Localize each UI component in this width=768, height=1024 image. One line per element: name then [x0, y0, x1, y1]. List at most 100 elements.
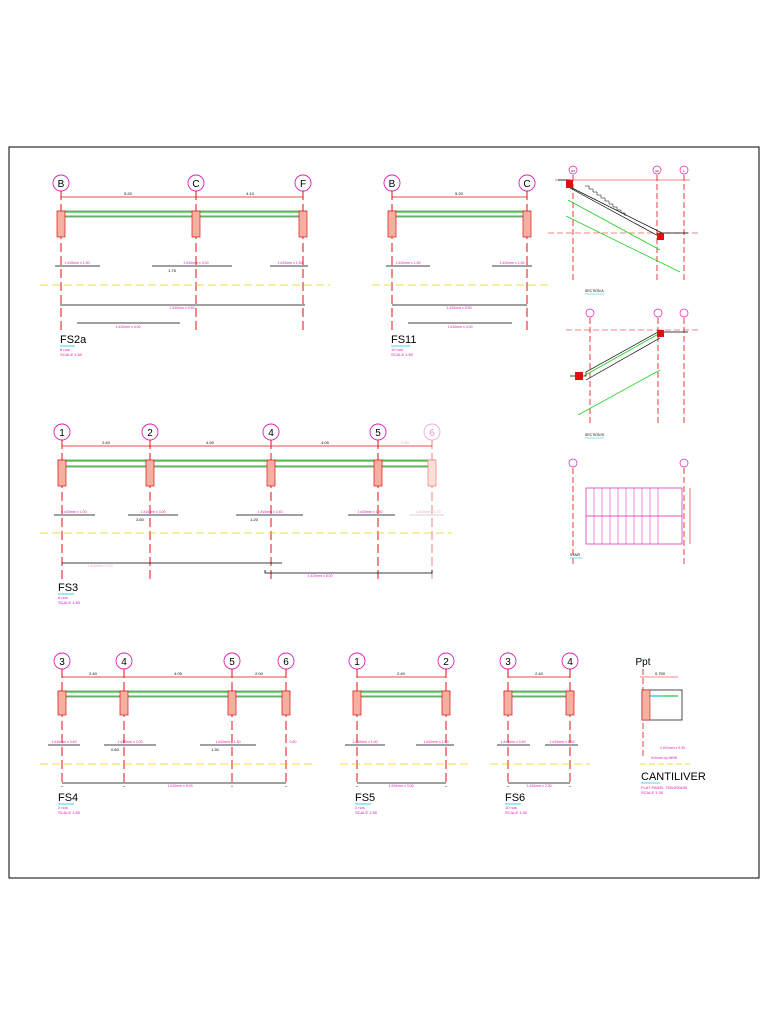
- fs6-detail: 3 4 2.40 1 #10mm x 0.60 1 #10mm x 0.60 1…: [490, 652, 590, 815]
- detail-title: CANTILIVER: [641, 771, 706, 783]
- beam-support: [281, 690, 291, 716]
- top-bar-label: 1 #10mm x 0.60: [500, 740, 525, 744]
- grid-label: F: [300, 179, 306, 190]
- top-bar-label: 1 #10mm x 1.50: [395, 261, 420, 265]
- bottom-bar-label: 1 #10mm x 2.90: [526, 784, 551, 788]
- top-bar-label: 1 #10mm x 1.50: [357, 510, 382, 514]
- detail-scale: SCALE 1:50: [505, 810, 528, 815]
- bar-line: [264, 570, 433, 574]
- top-bar-label: 1 #10mm x 2.00: [117, 740, 142, 744]
- bottom-bar-label: 1 #10mm x 9.50: [169, 306, 194, 310]
- bar-offset: 1.20: [250, 517, 259, 522]
- top-bar-label: 1 #10mm x 1.50: [499, 261, 524, 265]
- span-dimension: 4.05: [321, 440, 330, 445]
- grid-label: 4: [121, 657, 127, 668]
- top-bar-label: 1 #10mm x 0.60: [549, 740, 574, 744]
- detail-quantity: 10 nos: [505, 805, 517, 810]
- grid-label: C: [523, 179, 530, 190]
- beam-support: [298, 210, 308, 238]
- beam-support: [441, 690, 451, 716]
- detail-scale: SCALE 1:30: [641, 790, 664, 795]
- grid-label: L: [683, 169, 685, 173]
- detail-quantity: FLAT PANEL 750x200x30: [641, 785, 688, 790]
- cantilever-detail: Ppt 0.750 1 #10mm x 0.90 #10mm up NEMI C…: [635, 657, 705, 795]
- grid-bubble: [652, 165, 662, 175]
- top-bar-label: 1 #10mm x 1.00: [423, 740, 448, 744]
- grid-label: Ppt: [635, 657, 650, 668]
- span-dimension: 4.05: [174, 671, 183, 676]
- top-bar-label: 1 #10mm x 1.00: [61, 510, 86, 514]
- detail-title: FS6: [505, 792, 525, 804]
- grid-bubble: [568, 165, 578, 175]
- landing-beam: [575, 372, 583, 380]
- top-bar-label: 1 #10mm x 0.60: [51, 740, 76, 744]
- bottom-bar-label: 1 #10mm x 6.00: [307, 574, 332, 578]
- detail-title: FS5: [355, 792, 375, 804]
- top-bar-label: 0.60: [290, 740, 297, 744]
- bottom-bar-label: 1 #10mm x 5.50: [446, 306, 471, 310]
- landing-beam: [657, 233, 664, 240]
- fs4-detail: 3 4 5 6 2.40 4.05 2.00 1 #10mm x 0.60 1 …: [40, 652, 312, 815]
- stair-reinforcement: [565, 215, 681, 273]
- beam-support: [522, 210, 532, 238]
- grid-bubble: [585, 308, 595, 318]
- grid-label: 3: [505, 657, 511, 668]
- bottom-bar-label: 1 #10mm x 9.00: [87, 564, 112, 568]
- stair-section-b: SECTION B: [566, 308, 700, 439]
- top-bar-label: 1 #10mm x 0.70: [415, 510, 440, 514]
- stair-plan: STAIR: [568, 458, 691, 565]
- stair-soffit: [585, 337, 661, 381]
- top-bar-label: 1 #10mm x 1.00: [352, 740, 377, 744]
- detail-quantity: 6 nos: [60, 347, 70, 352]
- bar-offset: 0.60: [111, 747, 120, 752]
- bar-offset: 1.30: [211, 747, 220, 752]
- grid-label: 5: [375, 428, 381, 439]
- detail-title: FS2a: [60, 334, 87, 346]
- span-dimension: 4.50: [206, 440, 215, 445]
- cantilever-bar-label: 1 #10mm x 0.90: [660, 746, 685, 750]
- stair-treads: [585, 185, 626, 216]
- fs5-detail: 1 2 2.40 1 #10mm x 1.00 1 #10mm x 1.00 1…: [340, 652, 470, 815]
- fs11-detail: B C 5.20 1 #10mm x 1.50 1 #10mm x 1.50 1…: [372, 174, 548, 357]
- detail-scale: SCALE 1:50: [58, 600, 81, 605]
- beam-support: [57, 690, 67, 716]
- span-dimension: 4.10: [246, 191, 255, 196]
- cantilever-note: #10mm up NEMI: [651, 756, 677, 760]
- beam-support: [119, 690, 129, 716]
- detail-scale: SCALE 1:50: [60, 352, 83, 357]
- grid-label: 5: [229, 657, 235, 668]
- span-dimension: 5.20: [124, 191, 133, 196]
- cantilever-support: [641, 689, 651, 721]
- beam-support: [145, 459, 155, 487]
- stair-profile: [570, 331, 688, 377]
- beam-support: [427, 459, 437, 487]
- stair-plan-treads: [593, 488, 659, 544]
- grid-label: C: [192, 179, 199, 190]
- grid-bubble: [679, 165, 689, 175]
- grid-label: 4: [268, 428, 274, 439]
- sheet-border: [8, 146, 760, 879]
- beam-support: [57, 459, 67, 487]
- detail-scale: SCALE 1:50: [355, 810, 378, 815]
- stair-reinforcement: [577, 369, 661, 416]
- slab-bar-label: 1 #10mm x 4.00: [447, 325, 472, 329]
- stair-plan-title: STAIR: [570, 553, 581, 557]
- beam-support: [352, 690, 362, 716]
- grid-label: A3: [571, 169, 575, 173]
- beam-support: [56, 210, 66, 238]
- grid-label: A2: [655, 169, 659, 173]
- stair-soffit: [569, 187, 663, 239]
- detail-title: FS11: [391, 334, 416, 346]
- beam-support: [266, 459, 276, 487]
- span-dimension: 2.40: [102, 440, 111, 445]
- grid-bubble: [568, 458, 578, 468]
- section-title: SECTION A: [585, 289, 604, 293]
- grid-label: 1: [354, 657, 360, 668]
- grid-label: 6: [283, 657, 289, 668]
- detail-scale: SCALE 1:50: [58, 810, 81, 815]
- grid-bubble: [679, 458, 689, 468]
- span-dimension: 2.00: [255, 671, 264, 676]
- beam-support: [373, 459, 383, 487]
- cantilever-width: 0.750: [655, 671, 666, 676]
- grid-label: B: [389, 179, 396, 190]
